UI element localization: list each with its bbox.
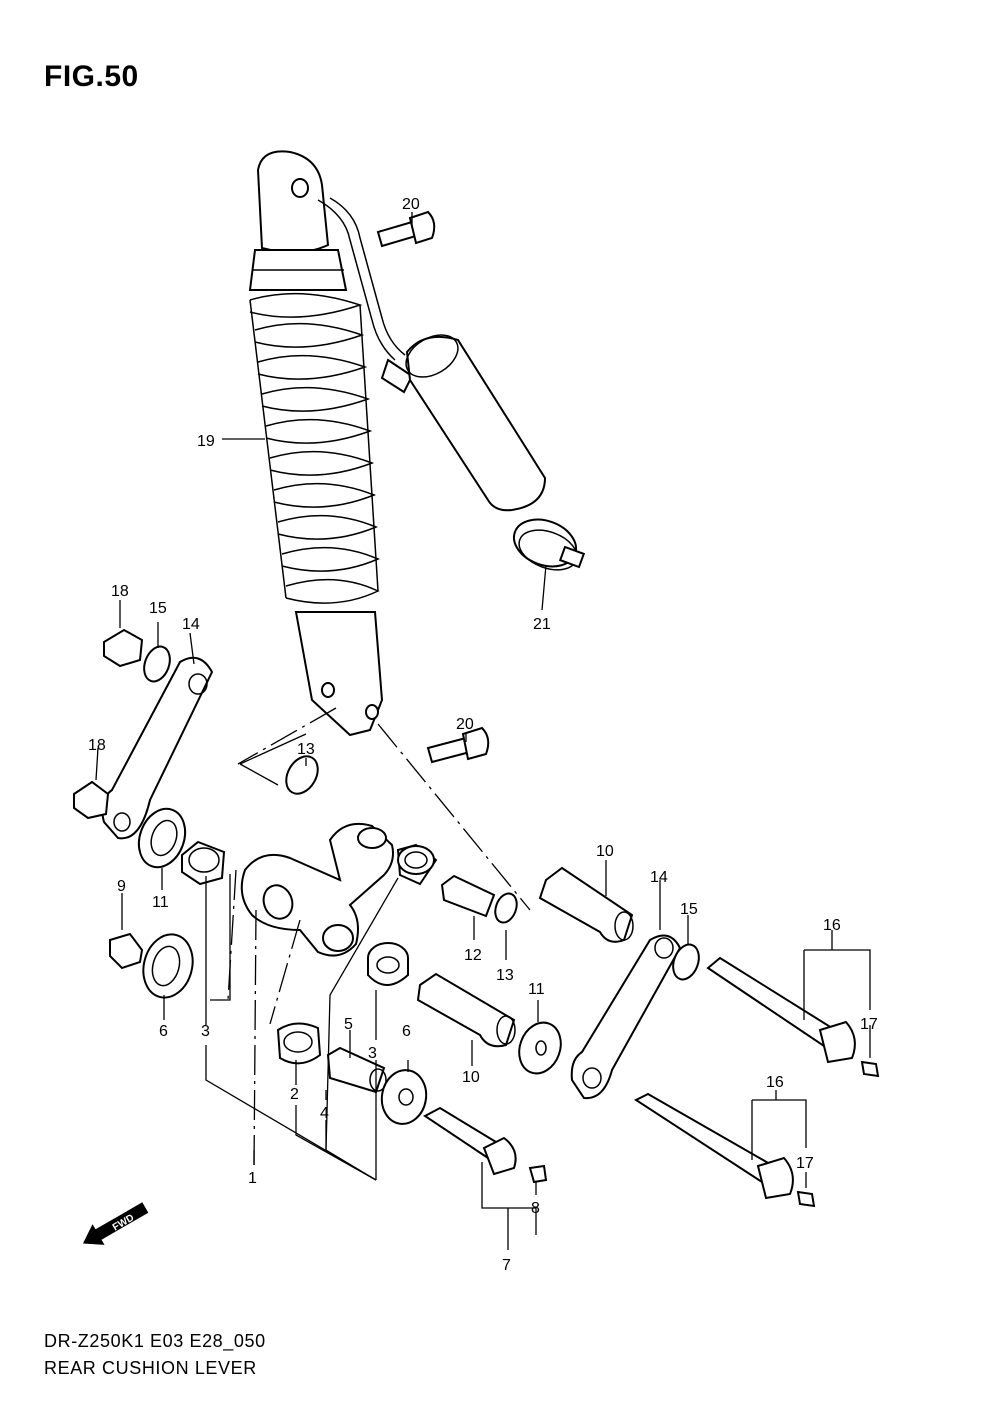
cushion-rod-right	[570, 934, 682, 1100]
callout-11-left: 11	[152, 894, 169, 911]
section-name: REAR CUSHION LEVER	[44, 1358, 257, 1378]
callout-6-left: 6	[159, 1023, 168, 1040]
callout-14-left: 14	[182, 616, 200, 633]
shock-mount-bolt-upper	[376, 210, 436, 248]
bearing-upper	[396, 843, 438, 886]
callout-7: 7	[502, 1257, 511, 1274]
callout-6-right: 6	[402, 1023, 411, 1040]
spacer-12	[440, 874, 496, 918]
callout-10-upper: 10	[596, 843, 614, 860]
nut-9	[109, 932, 144, 970]
spacer-10-upper	[538, 866, 634, 943]
fwd-arrow-icon: FWD	[82, 1202, 149, 1245]
callout-20-lower: 20	[456, 716, 474, 733]
spacer-10-lower	[416, 972, 516, 1048]
callout-20-upper: 20	[402, 196, 420, 213]
callout-11-right: 11	[528, 981, 545, 998]
figure-title: FIG.50	[44, 60, 139, 93]
nut-18-upper	[103, 628, 144, 668]
callout-16-lower: 16	[766, 1074, 784, 1091]
callout-14-right: 14	[650, 869, 668, 886]
callout-15-left: 15	[149, 600, 167, 617]
callout-16-upper: 16	[823, 917, 841, 934]
callout-12: 12	[464, 947, 482, 964]
bearing-left	[181, 840, 226, 886]
callout-9: 9	[117, 878, 126, 895]
rear-shock-absorber	[248, 150, 547, 737]
callout-17-lower: 17	[796, 1155, 814, 1172]
oil-seal-11-left	[137, 807, 187, 869]
washer-15-left	[143, 645, 171, 683]
oil-seal-left	[142, 933, 194, 999]
callout-4: 4	[320, 1105, 329, 1122]
callout-labels: 20 19 21 18 15 14 18 20 13 10 14 15 16 1…	[88, 196, 878, 1274]
callout-10-lower: 10	[462, 1069, 480, 1086]
grease-nipple-17-upper	[860, 1060, 880, 1078]
callout-13-upper: 13	[297, 741, 315, 758]
spacer-5	[326, 1046, 387, 1094]
reservoir-clamp	[513, 518, 586, 571]
washer-11-right	[518, 1021, 562, 1075]
callout-5: 5	[344, 1016, 353, 1033]
grease-nipple-8	[528, 1164, 548, 1184]
fwd-label: FWD	[111, 1213, 136, 1234]
bolt-7	[423, 1106, 517, 1176]
callout-18-lower: 18	[88, 737, 106, 754]
callout-15-right: 15	[680, 901, 698, 918]
bearing-2	[276, 1022, 322, 1065]
callout-2: 2	[290, 1086, 299, 1103]
washer-15-right	[672, 943, 700, 981]
bolt-16-upper	[706, 956, 856, 1064]
callout-19: 19	[197, 433, 215, 450]
washer-13-upper	[285, 755, 319, 795]
callout-8: 8	[531, 1200, 540, 1217]
bolt-16-lower	[633, 1092, 794, 1200]
callout-17-upper: 17	[860, 1016, 878, 1033]
model-code: DR-Z250K1 E03 E28_050	[44, 1331, 266, 1351]
shock-mount-bolt-lower	[426, 726, 490, 764]
bearing-lower	[367, 942, 409, 986]
washer-13-right	[494, 892, 518, 924]
callout-21: 21	[533, 616, 551, 633]
grease-nipple-17-lower	[796, 1190, 816, 1208]
callout-3-right: 3	[368, 1045, 377, 1062]
callout-1: 1	[248, 1170, 257, 1187]
alignment-lines	[227, 707, 531, 1169]
callout-13-right: 13	[496, 967, 514, 984]
cushion-lever	[240, 822, 394, 957]
washer-right	[380, 1069, 428, 1125]
callout-leaders	[95, 212, 871, 1250]
callout-3-left: 3	[201, 1023, 210, 1040]
nut-18-lower	[73, 780, 110, 820]
callout-18-upper: 18	[111, 583, 129, 600]
